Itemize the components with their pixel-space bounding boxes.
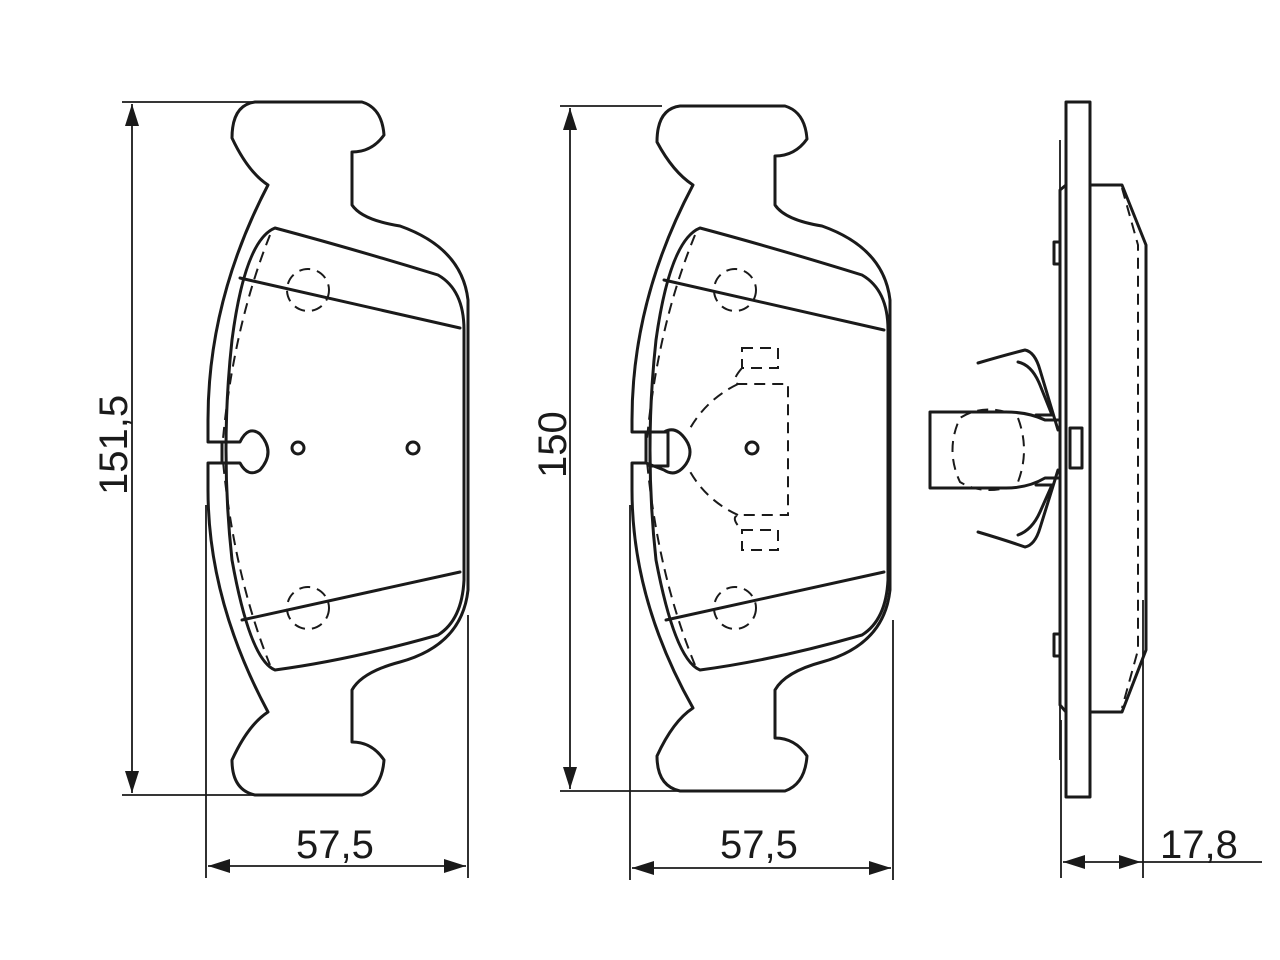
middle-pad-hidden-spring-clip (687, 347, 789, 551)
dimension-left-height (122, 101, 258, 796)
side-view-clip-spring-top (976, 348, 1060, 432)
left-pad-hidden-rivet-bottom (286, 586, 330, 630)
left-pad-chamfer-top (238, 276, 462, 330)
left-pad-hole-right (405, 440, 421, 456)
left-pad-chamfer-bottom (240, 570, 462, 622)
left-pad-notch (220, 429, 270, 475)
left-pad-hidden-rivet-top (286, 268, 330, 312)
brake-pad-middle-view (630, 104, 892, 793)
left-pad-hidden-edge (220, 234, 271, 666)
middle-pad-clip-tab (648, 430, 670, 468)
side-view-friction-wear-line (1121, 187, 1139, 709)
left-pad-backing-plate-outline (206, 100, 470, 797)
middle-pad-hidden-rivet-bottom (713, 586, 757, 630)
middle-pad-notch (644, 428, 692, 475)
middle-pad-hole-center (744, 440, 760, 456)
side-view-clip-spring-bottom-inner (1016, 483, 1054, 537)
side-view-tab-top (1052, 240, 1062, 266)
side-view-clip-spring-top-inner (1016, 360, 1054, 417)
dimension-middle-width-label: 57,5 (720, 823, 798, 867)
dimension-middle-height (560, 105, 682, 792)
side-view-friction-block (1088, 183, 1148, 714)
middle-pad-friction-outline (648, 226, 890, 672)
middle-pad-chamfer-bottom (664, 570, 886, 622)
side-view-rivet (1068, 426, 1084, 470)
middle-pad-chamfer-top (662, 278, 886, 332)
dimension-middle-height-label: 150 (531, 411, 575, 478)
dimension-side-thickness (1060, 600, 1262, 878)
dimension-left-width (205, 505, 469, 878)
side-view-backing-plate (1064, 100, 1092, 799)
middle-pad-hidden-rivet-top (713, 268, 757, 312)
dimension-side-thickness-label: 17,8 (1160, 823, 1238, 867)
dimension-left-width-label: 57,5 (296, 823, 374, 867)
side-view-clip-hidden (951, 408, 1025, 491)
left-pad-friction-outline (224, 226, 466, 672)
brake-pad-left-view (206, 100, 470, 797)
brake-pad-side-view (928, 100, 1148, 799)
dimension-middle-width (629, 505, 894, 880)
side-view-tab-bottom (1052, 632, 1062, 658)
middle-pad-hidden-edge (644, 234, 696, 666)
side-view-clip-body (928, 410, 1060, 490)
dimension-left-height-label: 151,5 (92, 395, 136, 495)
side-view-clip-spring-bottom (976, 468, 1060, 549)
left-pad-hole-center (290, 440, 306, 456)
middle-pad-backing-plate-outline (630, 104, 892, 793)
